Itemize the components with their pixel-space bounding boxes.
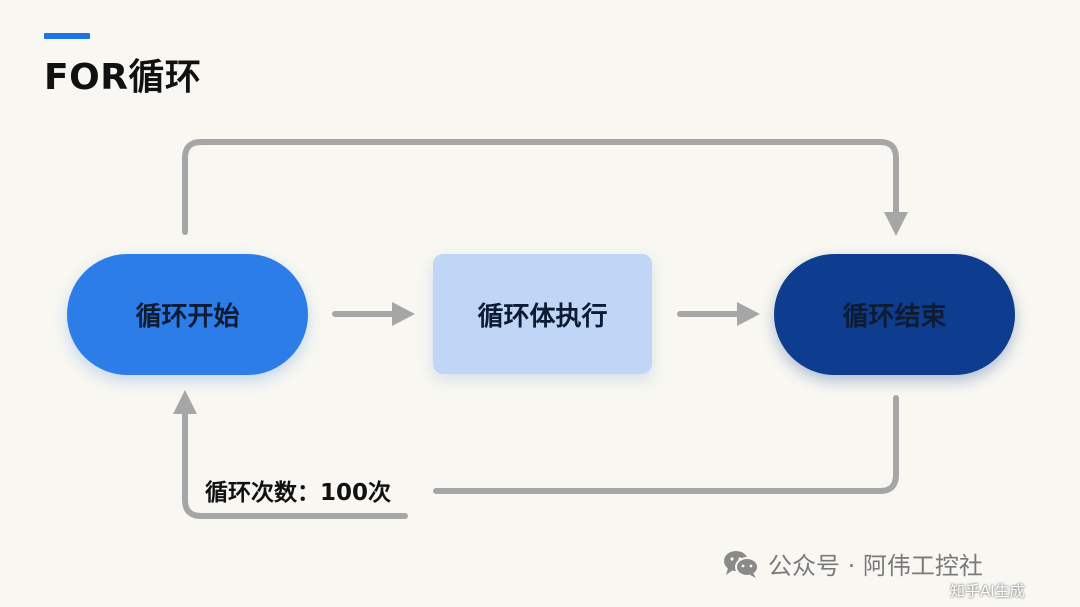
loop-count-label: 循环次数：100次 (205, 480, 392, 506)
watermark: 公众号 · 阿伟工控社 (722, 546, 983, 581)
arrow-icon (884, 212, 908, 236)
page-title: FOR循环 (44, 57, 202, 98)
loop-body-node: 循环体执行 (433, 254, 652, 374)
loop-end-label: 循环结束 (842, 302, 947, 332)
wechat-icon (722, 549, 760, 579)
watermark-text: 公众号 · 阿伟工控社 (768, 552, 983, 580)
bottom-return-connector (433, 395, 899, 494)
bottom-return-connector-left (182, 409, 408, 519)
loop-start-label: 循环开始 (135, 302, 240, 332)
arrow-icon (737, 302, 760, 326)
title-accent-bar (44, 33, 90, 39)
loop-start-node: 循环开始 (67, 254, 308, 375)
corner-watermark: 知乎AI生成 (950, 582, 1025, 600)
arrow-icon (173, 390, 197, 414)
arrow-icon (392, 302, 415, 326)
top-loop-connector (182, 139, 899, 235)
loop-end-node: 循环结束 (774, 254, 1015, 375)
loop-body-label: 循环体执行 (477, 301, 608, 332)
